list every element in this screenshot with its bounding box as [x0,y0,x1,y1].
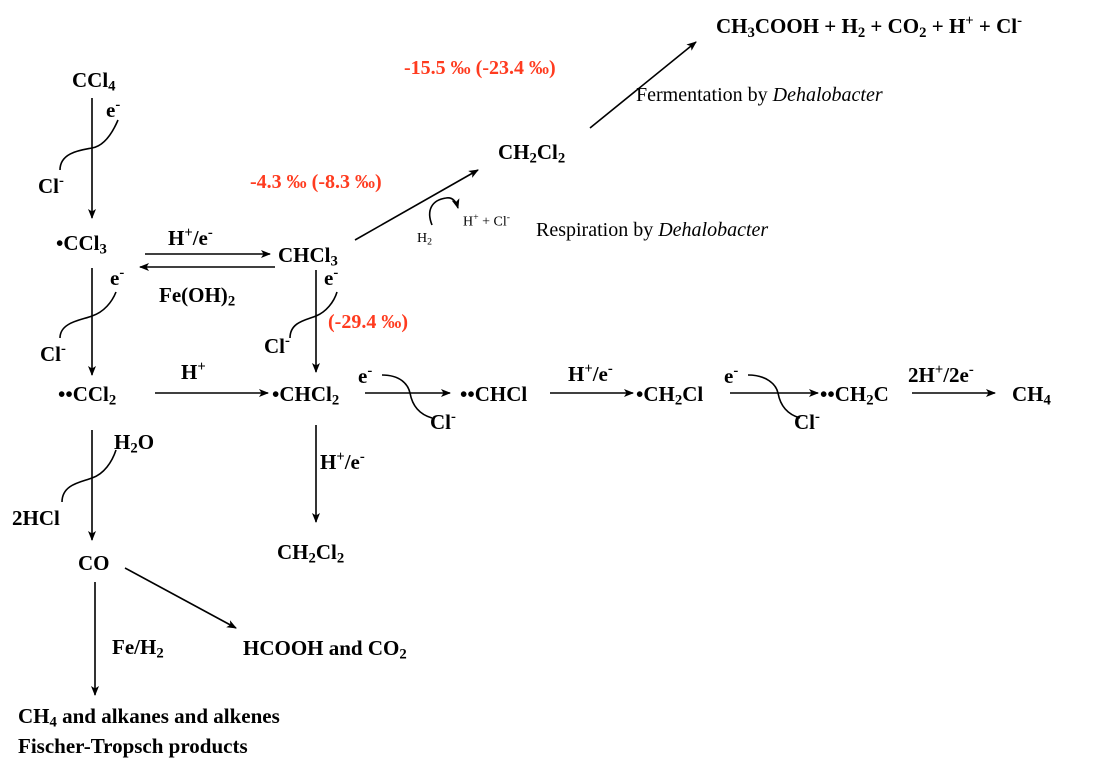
reagent-fe-h2: Fe/H2 [112,635,164,662]
reagent-h2o: H2O [114,430,155,457]
species-ch2cl2-bottom: CH2Cl2 [277,540,345,567]
reagent-e-5: e- [724,363,739,389]
reagent-e-2: e- [110,265,125,291]
reagent-e-4: e- [358,363,373,389]
species-ch4: CH4 [1012,382,1051,409]
fermentation-process-label: Fermentation by Dehalobacter [636,84,883,106]
reagent-h-plus-e-3: H+/e- [320,449,365,475]
reagent-h2-small: H2 [417,231,433,248]
reagent-cl-1: Cl- [38,173,64,199]
species-hcooh-co2: HCOOH and CO2 [243,636,407,663]
curl-chcl3-cl [289,291,338,339]
fischer-tropsch-line2: Fischer-Tropsch products [18,734,248,758]
curl-respiration [428,197,460,226]
curl-chcl2-cl [381,374,433,419]
species-ccl4: CCl4 [72,68,116,95]
reagent-2hcl: 2HCl [12,506,60,530]
arrow-chcl3-to-ch2cl2-respiration [354,169,479,241]
reagent-cl-3: Cl- [264,333,290,359]
curl-ccl2-hcl [61,449,117,503]
arrow-co-to-hcooh [124,567,237,629]
species-chcl-carbene: ••CHCl [460,382,528,406]
species-ch2c-carbene: ••CH2C [820,382,889,409]
reagent-e-3: e- [324,265,339,291]
reagent-h-plus-e-2: H+/e- [568,361,613,387]
isotope-label-fermentation: -15.5 ‰ (-23.4 ‰) [404,57,556,79]
curl-ch2cl-cl [747,374,801,419]
species-ch2cl-radical: •CH2Cl [636,382,704,409]
reagent-cl-5: Cl- [794,409,820,435]
curl-ccl4-cl [59,119,119,171]
species-chcl3: CHCl3 [278,243,338,270]
reagent-e-1: e- [106,97,121,123]
fischer-tropsch-line1: CH4 and alkanes and alkenes [18,704,280,731]
species-chcl2-radical: •CHCl2 [272,382,340,409]
reagent-2h-2e: 2H+/2e- [908,362,974,388]
respiration-process-label: Respiration by Dehalobacter [536,219,769,241]
reagent-cl-4: Cl- [430,409,456,435]
reagent-h-plus-e-1: H+/e- [168,225,213,251]
reagent-fe-oh2: Fe(OH)2 [159,283,236,310]
species-ccl3-radical: •CCl3 [56,231,107,258]
respiration-byproducts: H+ + Cl- [463,212,511,230]
curl-ccl3-cl [59,291,117,339]
reagent-cl-2: Cl- [40,341,66,367]
arrow-ch2cl2-to-fermentation [589,41,697,129]
species-ccl2-carbene: ••CCl2 [58,382,117,409]
reagent-h-plus: H+ [181,359,206,385]
isotope-label-reduction: (-29.4 ‰) [328,311,408,333]
species-ch2cl2-top: CH2Cl2 [498,140,566,167]
isotope-label-respiration: -4.3 ‰ (-8.3 ‰) [250,171,382,193]
fermentation-products: CH3COOH + H2 + CO2 + H+ + Cl- [716,13,1023,41]
species-co: CO [78,551,110,575]
